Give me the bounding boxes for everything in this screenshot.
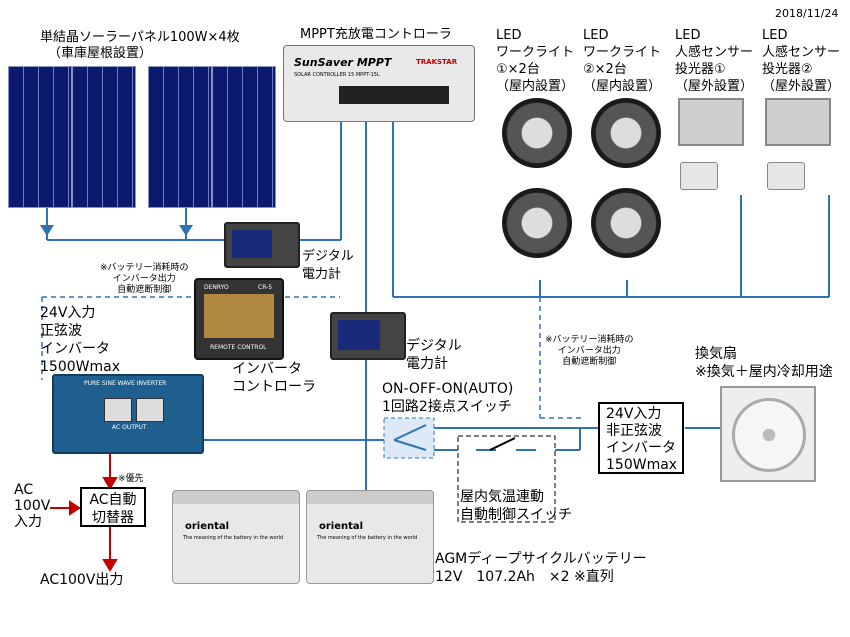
remote-model: CR-5 xyxy=(258,284,273,291)
led2-line3: ②×2台 xyxy=(583,62,627,77)
sensor1-line1: LED xyxy=(675,28,701,43)
floodlight-icon xyxy=(678,98,744,146)
switch-box xyxy=(383,417,435,459)
inverter-small-line4: 150Wmax xyxy=(606,457,678,473)
ac-auto-transfer-switch: AC自動 切替器 xyxy=(80,487,146,527)
led1-line4: （屋内設置） xyxy=(496,79,575,94)
meter1-line1: デジタル xyxy=(302,249,354,264)
fan-line1: 換気扇 xyxy=(695,346,737,362)
solar-subtitle: （車庫屋根設置） xyxy=(48,46,153,61)
sensor1-line2: 人感センサー xyxy=(675,45,754,60)
inverter-big-line2: 正弦波 xyxy=(40,323,82,339)
remote-line2: コントローラ xyxy=(232,379,316,395)
floodlight-icon xyxy=(765,98,831,146)
inverter-big-line3: インバータ xyxy=(40,341,110,357)
battery1-brand: oriental xyxy=(185,521,230,532)
sine-wave-inverter-1500w: PURE SINE WAVE INVERTER AC OUTPUT xyxy=(52,374,204,454)
inverter-small-line2: 非正弦波 xyxy=(606,423,662,439)
ats-line2: 切替器 xyxy=(92,510,134,526)
switch-line2: 1回路2接点スイッチ xyxy=(382,399,512,415)
ac-in-line2: 100V xyxy=(14,498,51,514)
sensor2-line2: 人感センサー xyxy=(762,45,841,60)
inverter-remote-controller: DENRYO CR-5 REMOTE CONTROL xyxy=(194,278,284,360)
led2-line1: LED xyxy=(583,28,609,43)
mppt-tag: TRAKSTAR xyxy=(416,58,458,66)
inverter-small-line3: インバータ xyxy=(606,440,676,456)
ats-line1: AC自動 xyxy=(89,492,137,508)
solar-panel-1 xyxy=(8,66,72,208)
sensor2-line3: 投光器② xyxy=(762,62,813,77)
digital-meter-1 xyxy=(224,222,300,268)
mppt-subtitle: SOLAR CONTROLLER 15 MPPT-15L xyxy=(294,72,380,78)
led1-line2: ワークライト xyxy=(496,45,575,60)
note-top-line2: インバータ出力 xyxy=(112,274,176,284)
ac-in-line1: AC xyxy=(14,482,34,498)
thermo-line1: 屋内気温連動 xyxy=(460,489,544,505)
note-mid-line2: インバータ出力 xyxy=(557,346,621,356)
inverter-panel-text: PURE SINE WAVE INVERTER xyxy=(84,380,167,387)
work-light-icon xyxy=(591,188,661,258)
inverter-big-line1: 24V入力 xyxy=(40,305,96,321)
sensor1-line3: 投光器① xyxy=(675,62,726,77)
note-mid-line3: 自動遮断制御 xyxy=(562,357,617,367)
remote-line1: インバータ xyxy=(232,361,302,377)
diode-icon xyxy=(179,225,193,236)
led1-line1: LED xyxy=(496,28,522,43)
switch-line1: ON-OFF-ON(AUTO) xyxy=(382,381,514,397)
inverter-panel-sub: AC OUTPUT xyxy=(112,424,147,431)
diode-icon xyxy=(40,225,54,236)
solar-panel-2 xyxy=(72,66,136,208)
ventilation-fan-icon xyxy=(720,386,816,482)
mppt-title: MPPT充放電コントローラ xyxy=(300,27,452,42)
battery-line2: 12V 107.2Ah ×2 ※直列 xyxy=(435,569,614,585)
battery2-slogan: The meaning of the battery in the world xyxy=(317,535,418,541)
meter2-line2: 電力計 xyxy=(406,356,448,372)
remote-brand: DENRYO xyxy=(204,284,229,291)
sensor1-line4: （屋外設置） xyxy=(675,79,754,94)
work-light-icon xyxy=(591,98,661,168)
agm-battery-2: oriental The meaning of the battery in t… xyxy=(306,490,434,584)
mppt-controller: SunSaver MPPT TRAKSTAR SOLAR CONTROLLER … xyxy=(283,45,475,122)
led2-line2: ワークライト xyxy=(583,45,662,60)
solar-title: 単結晶ソーラーパネル100W×4枚 xyxy=(40,30,240,45)
inverter-big-line4: 1500Wmax xyxy=(40,359,120,375)
meter2-line1: デジタル xyxy=(406,338,462,354)
battery2-brand: oriental xyxy=(319,521,364,532)
fan-line2: ※換気＋屋内冷却用途 xyxy=(695,364,833,380)
non-sine-inverter-150w: 24V入力 非正弦波 インバータ 150Wmax xyxy=(598,402,684,474)
remote-label: REMOTE CONTROL xyxy=(210,344,267,351)
agm-battery-1: oriental The meaning of the battery in t… xyxy=(172,490,300,584)
sensor2-line4: （屋外設置） xyxy=(762,79,841,94)
thermo-box xyxy=(457,435,556,523)
note-top-line1: ※バッテリー消耗時の xyxy=(100,263,189,273)
motion-sensor-icon xyxy=(767,162,805,190)
led2-line4: （屋内設置） xyxy=(583,79,662,94)
led1-line3: ①×2台 xyxy=(496,62,540,77)
date-label: 2018/11/24 xyxy=(775,7,839,20)
thermo-line2: 自動制御スイッチ xyxy=(460,507,572,523)
digital-meter-2 xyxy=(330,312,406,360)
note-mid-line1: ※バッテリー消耗時の xyxy=(545,335,634,345)
battery1-slogan: The meaning of the battery in the world xyxy=(183,535,284,541)
motion-sensor-icon xyxy=(680,162,718,190)
sensor2-line1: LED xyxy=(762,28,788,43)
work-light-icon xyxy=(502,188,572,258)
work-light-icon xyxy=(502,98,572,168)
mppt-brand: SunSaver MPPT xyxy=(294,56,392,69)
ac-out-label: AC100V出力 xyxy=(40,572,124,588)
solar-panel-4 xyxy=(212,66,276,208)
note-top-line3: 自動遮断制御 xyxy=(117,285,172,295)
inverter-small-line1: 24V入力 xyxy=(606,406,662,422)
ac-in-line3: 入力 xyxy=(14,514,42,530)
ats-priority-note: ※優先 xyxy=(118,474,144,484)
battery-line1: AGMディープサイクルバッテリー xyxy=(435,551,647,567)
solar-panel-3 xyxy=(148,66,212,208)
meter1-line2: 電力計 xyxy=(302,267,342,282)
